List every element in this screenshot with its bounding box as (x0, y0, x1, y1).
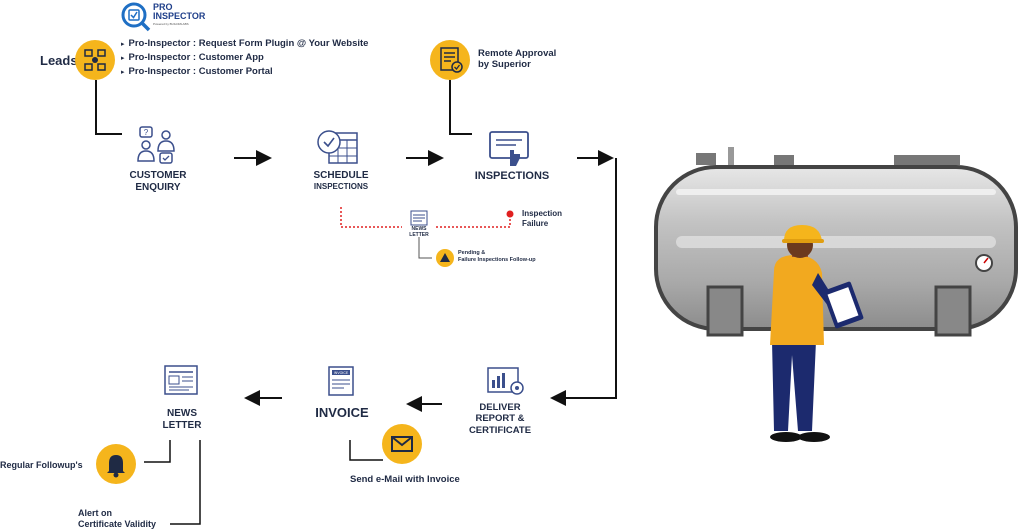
pending-followup-label: Pending & Failure Inspections Follow-up (458, 250, 536, 263)
regular-followups-label: Regular Followup's (0, 460, 83, 470)
invoice-document-icon: INVOICE (328, 366, 354, 396)
pending-line2: Failure Inspections Follow-up (458, 256, 536, 263)
send-email-label: Send e-Mail with Invoice (350, 474, 460, 485)
deliver-line3: CERTIFICATE (468, 424, 532, 436)
schedule-inspections-label: SCHEDULE INSPECTIONS (296, 170, 386, 192)
deliver-report-label: DELIVER REPORT & CERTIFICATE (460, 402, 540, 436)
bell-icon (107, 455, 125, 478)
followup-badge (96, 444, 136, 484)
small-newsletter-line1: NEWS (411, 226, 427, 232)
inspections-tablet-icon (489, 131, 529, 166)
schedule-line1: SCHEDULE (313, 170, 369, 181)
inspection-failure-label: Inspection Failure (522, 209, 562, 228)
leads-source-list: Pro-Inspector : Request Form Plugin @ Yo… (121, 37, 369, 79)
remote-approval-label: Remote Approval by Superior (478, 48, 556, 71)
pending-badge (436, 249, 454, 267)
leads-label: Leads (40, 53, 78, 68)
deliver-line2: REPORT & (475, 413, 525, 425)
approval-checklist-icon (440, 47, 463, 73)
small-newsletter-line2: LETTER (409, 232, 429, 238)
customer-enquiry-line1: CUSTOMER (129, 170, 187, 181)
alert-line2: Certificate Validity (78, 518, 157, 529)
tank-inspector-illustration (654, 147, 1018, 442)
deliver-line1: DELIVER (479, 402, 521, 413)
leads-source-item: Pro-Inspector : Customer Portal (121, 65, 368, 79)
inspections-label: INSPECTIONS (474, 170, 550, 182)
leads-source-item: Pro-Inspector : Customer App (121, 51, 368, 65)
customer-enquiry-icon: ? (137, 126, 175, 164)
envelope-icon (391, 436, 413, 452)
logo-text-pro: PRO (153, 2, 173, 12)
schedule-calendar-icon (317, 130, 358, 164)
logo-text-inspector: INSPECTOR (153, 11, 206, 21)
alert-certificate-label: Alert on Certificate Validity (78, 508, 156, 530)
warning-icon (440, 253, 450, 262)
remote-approval-badge (430, 40, 470, 80)
newsletter-line1: NEWS (167, 408, 197, 419)
small-newsletter-icon (410, 210, 428, 226)
invoice-label: INVOICE (315, 405, 369, 420)
remote-approval-line1: Remote Approval (478, 48, 557, 59)
pro-inspector-logo: PRO INSPECTOR Powered by BUILDMLABS (121, 2, 211, 32)
logo-tagline: Powered by BUILDMLABS (153, 22, 189, 26)
schedule-line2: INSPECTIONS (313, 182, 369, 191)
svg-text:?: ? (144, 128, 149, 137)
customer-enquiry-line2: ENQUIRY (135, 182, 181, 193)
logo-magnifier-icon (121, 2, 151, 32)
leads-network-icon (84, 49, 106, 71)
pending-line1: Pending & (458, 250, 486, 256)
remote-approval-line2: by Superior (478, 59, 531, 71)
send-email-badge (382, 424, 422, 464)
inspection-failure-line1: Inspection (522, 209, 563, 218)
newsletter-line2: LETTER (162, 420, 202, 431)
small-newsletter-label: NEWS LETTER (404, 226, 434, 238)
inspection-failure-line2: Failure (522, 218, 549, 228)
deliver-report-icon (487, 367, 524, 395)
leads-source-item: Pro-Inspector : Request Form Plugin @ Yo… (121, 37, 369, 51)
leads-badge (75, 40, 115, 80)
alert-line1: Alert on (78, 508, 113, 518)
newsletter-icon (164, 365, 198, 395)
invoice-doc-text: INVOICE (334, 371, 349, 375)
customer-enquiry-label: CUSTOMER ENQUIRY (118, 170, 198, 194)
newsletter-label: NEWS LETTER (150, 408, 214, 432)
